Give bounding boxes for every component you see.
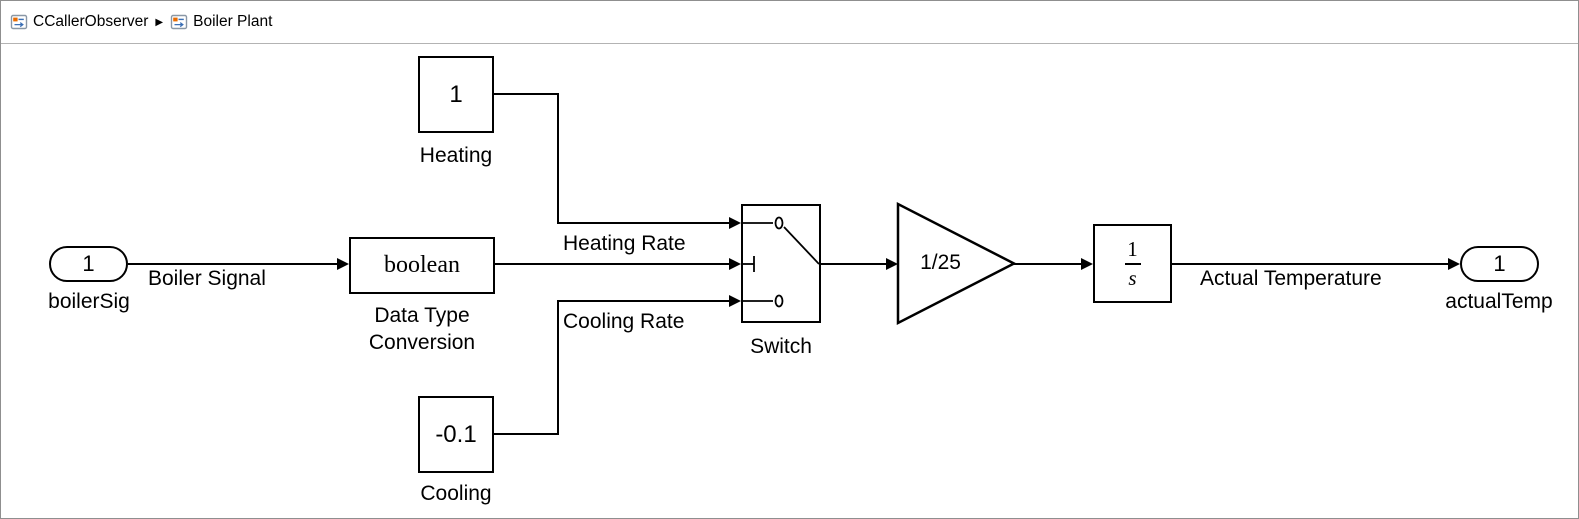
arrowhead <box>1081 258 1093 270</box>
gain-value: 1/25 <box>920 251 961 274</box>
signal-label-cooling-rate[interactable]: Cooling Rate <box>563 310 685 333</box>
constant-block-cooling[interactable]: -0.1 <box>418 396 494 473</box>
inport-number: 1 <box>82 251 95 276</box>
simulink-model-icon <box>10 13 28 31</box>
signal-label-boiler-signal[interactable]: Boiler Signal <box>148 267 266 290</box>
switch-block[interactable] <box>741 204 821 323</box>
arrowhead <box>729 217 741 229</box>
integrator-block[interactable]: 1 s <box>1093 224 1172 303</box>
integrator-numerator: 1 <box>1127 237 1138 262</box>
outport-block-actualtemp[interactable]: 1 <box>1460 246 1539 282</box>
wire-heating-rate <box>494 93 730 224</box>
constant-value: 1 <box>449 80 463 108</box>
constant-value: -0.1 <box>435 420 477 448</box>
signal-label-actual-temperature[interactable]: Actual Temperature <box>1200 267 1382 290</box>
integrator-denominator: s <box>1128 265 1137 290</box>
fraction-bar <box>1124 262 1141 265</box>
inport-block-boilersig[interactable]: 1 <box>49 246 128 282</box>
simulink-subsystem-icon <box>170 13 188 31</box>
integrator-fraction: 1 s <box>1124 237 1141 290</box>
outport-number: 1 <box>1493 251 1506 276</box>
breadcrumb-label: Boiler Plant <box>193 13 273 30</box>
breadcrumb-separator-icon: ▶ <box>155 16 164 28</box>
switch-block-name[interactable]: Switch <box>750 335 812 358</box>
arrowhead <box>337 258 349 270</box>
breadcrumb-label: CCallerObserver <box>33 13 149 30</box>
arrowhead <box>729 258 741 270</box>
switch-icon <box>743 216 819 308</box>
breadcrumb-item-subsystem[interactable]: Boiler Plant <box>170 13 272 31</box>
arrowhead <box>729 295 741 307</box>
constant-block-heating[interactable]: 1 <box>418 56 494 133</box>
inport-block-name[interactable]: boilerSig <box>48 290 130 313</box>
arrowhead <box>1448 258 1460 270</box>
block-name-line: Conversion <box>368 330 476 354</box>
block-name-line: Data Type <box>374 304 470 327</box>
data-type-conversion-block-name[interactable]: Data Type Conversion <box>337 303 507 357</box>
breadcrumb: CCallerObserver ▶ Boiler Plant <box>1 1 1578 44</box>
arrowhead <box>886 258 898 270</box>
breadcrumb-item-root-model[interactable]: CCallerObserver <box>10 13 148 31</box>
gain-block[interactable] <box>896 201 1018 327</box>
data-type-conversion-block[interactable]: boolean <box>349 237 495 294</box>
outport-block-name[interactable]: actualTemp <box>1445 290 1553 313</box>
wire-cooling-rate <box>494 300 730 435</box>
constant-block-name-heating[interactable]: Heating <box>419 144 493 167</box>
constant-block-name-cooling[interactable]: Cooling <box>420 482 492 505</box>
data-type-value: boolean <box>384 252 460 278</box>
signal-label-heating-rate[interactable]: Heating Rate <box>563 232 686 255</box>
